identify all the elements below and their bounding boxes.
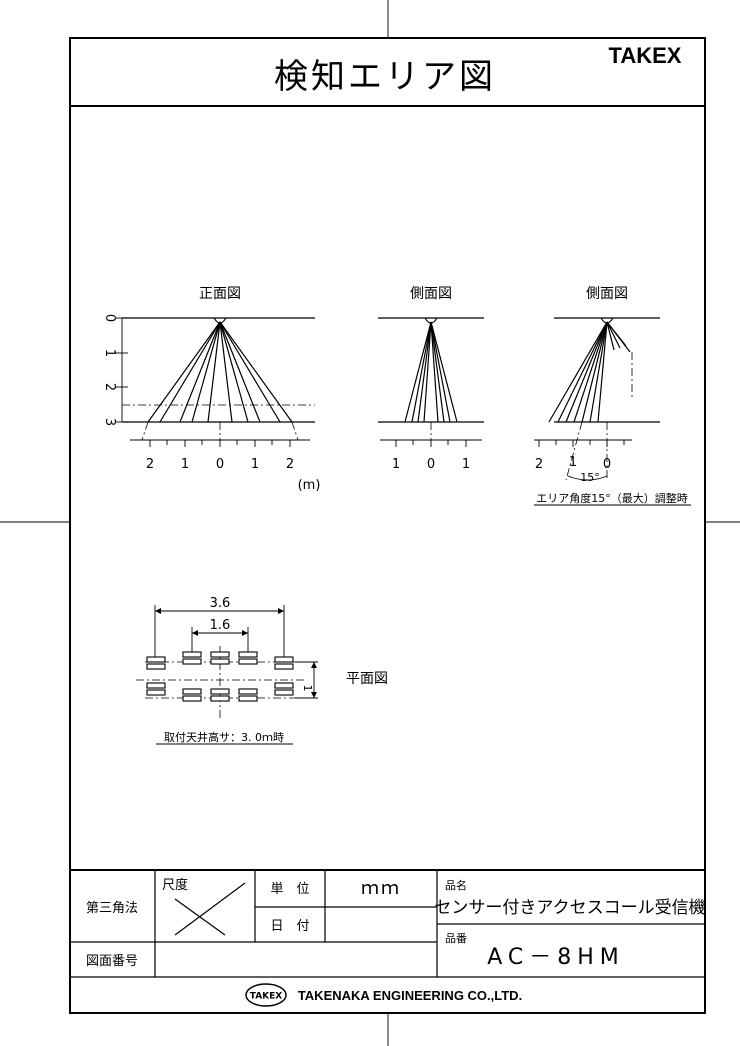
company-name: TAKENAKA ENGINEERING CO.,LTD. xyxy=(298,988,522,1003)
product-name-label: 品名 xyxy=(445,878,467,892)
side-2-x-tick: 2 xyxy=(535,457,543,472)
side-view-1: 側面図 1 0 1 xyxy=(378,286,484,472)
front-y-ticks: 0 1 2 3 xyxy=(102,314,117,426)
side-view-2-label: 側面図 xyxy=(586,286,628,302)
front-x-tick: 1 xyxy=(181,457,189,472)
front-x-tick: 0 xyxy=(216,457,224,472)
side-2-x-tick: 1 xyxy=(569,455,577,470)
front-y-tick: 1 xyxy=(102,349,117,357)
company-logo: TAKEX xyxy=(245,983,287,1007)
front-x-tick: 2 xyxy=(286,457,294,472)
angle-note: エリア角度15°（最大）調整時 xyxy=(536,491,688,505)
drawing-number-label: 図面番号 xyxy=(86,954,138,969)
side-1-x-tick: 0 xyxy=(427,457,435,472)
front-y-tick: 0 xyxy=(102,314,117,322)
mount-height-note: 取付天井高サ：3. 0ｍ時 xyxy=(164,730,284,744)
sheet-border xyxy=(69,37,706,1014)
scale-label: 尺度 xyxy=(162,877,188,893)
front-view-label: 正面図 xyxy=(199,286,241,302)
dim-outer: 3.6 xyxy=(210,596,231,611)
side-1-x-ticks: 1 0 1 xyxy=(392,457,470,472)
dim-inner: 1.6 xyxy=(210,618,231,633)
unit-label: (m) xyxy=(298,478,321,493)
company-logo-text: TAKEX xyxy=(250,992,283,1002)
title-block: 第三角法 尺度 単 位 ｍｍ 日 付 品名 センサー付きアクセスコール受信機 図… xyxy=(70,869,706,1007)
detection-spots xyxy=(146,651,294,702)
side-1-x-tick: 1 xyxy=(462,457,470,472)
dim-side: 1 xyxy=(301,685,314,692)
date-field-label: 日 付 xyxy=(270,919,309,934)
product-name: センサー付きアクセスコール受信機 xyxy=(434,898,705,918)
unit-value: ｍｍ xyxy=(361,878,401,899)
product-number: AC－8HM xyxy=(487,945,625,970)
front-x-ticks: 2 1 0 1 2 xyxy=(146,457,294,472)
unit-field-label: 単 位 xyxy=(270,881,309,897)
front-x-tick: 1 xyxy=(251,457,259,472)
brand-logo: TAKEX xyxy=(609,43,682,68)
side-1-x-tick: 1 xyxy=(392,457,400,472)
front-view: 正面図 0 1 2 3 xyxy=(102,286,320,493)
plan-view-label: 平面図 xyxy=(346,671,388,687)
page-title: 検知エリア図 xyxy=(274,57,496,97)
projection-method: 第三角法 xyxy=(86,901,138,916)
side-2-x-ticks: 2 1 0 xyxy=(535,455,611,472)
side-view-1-label: 側面図 xyxy=(410,286,452,302)
angle-label: 15° xyxy=(580,471,600,484)
plan-view: 3.6 1.6 1 xyxy=(136,596,388,745)
front-y-tick: 3 xyxy=(102,418,117,426)
front-x-tick: 2 xyxy=(146,457,154,472)
product-number-label: 品番 xyxy=(445,932,467,945)
side-2-x-tick: 0 xyxy=(603,457,611,472)
side-view-2: 側面図 2 1 xyxy=(534,286,691,506)
front-y-tick: 2 xyxy=(102,383,117,391)
